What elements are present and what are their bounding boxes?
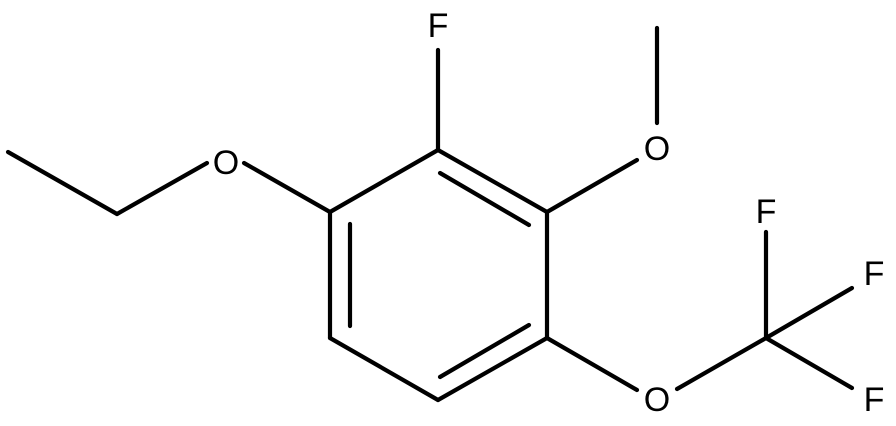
atom-o-methoxy: O	[644, 130, 670, 168]
bond-o-cf3	[674, 335, 769, 392]
atom-f-ring: F	[428, 7, 449, 45]
bond-ring-o-methoxy	[544, 157, 640, 215]
ring-bond-c4-c5-inner	[437, 322, 532, 380]
ring-bond-c2-c3	[435, 147, 550, 215]
bond-ch3-ch2	[5, 149, 120, 217]
atom-o-ethoxy: O	[213, 144, 239, 182]
ring-bond-c1-c2	[327, 147, 441, 215]
bond-c-f-right	[763, 285, 855, 341]
bond-ring-o-ocf3	[544, 335, 640, 393]
bond-c-f-bottom	[763, 335, 855, 391]
ring-bond-c2-c3-inner	[437, 170, 532, 228]
bond-o-ring	[241, 160, 333, 215]
atom-f-cf3-top: F	[756, 193, 777, 231]
atom-f-cf3-bottom: F	[864, 381, 885, 419]
atom-f-cf3-right: F	[864, 255, 885, 293]
ring-bond-c5-c6	[327, 335, 441, 403]
atom-o-ocf3: O	[644, 381, 670, 419]
bond-ch2-o	[114, 160, 210, 217]
ring-bond-c4-c5	[435, 335, 550, 403]
